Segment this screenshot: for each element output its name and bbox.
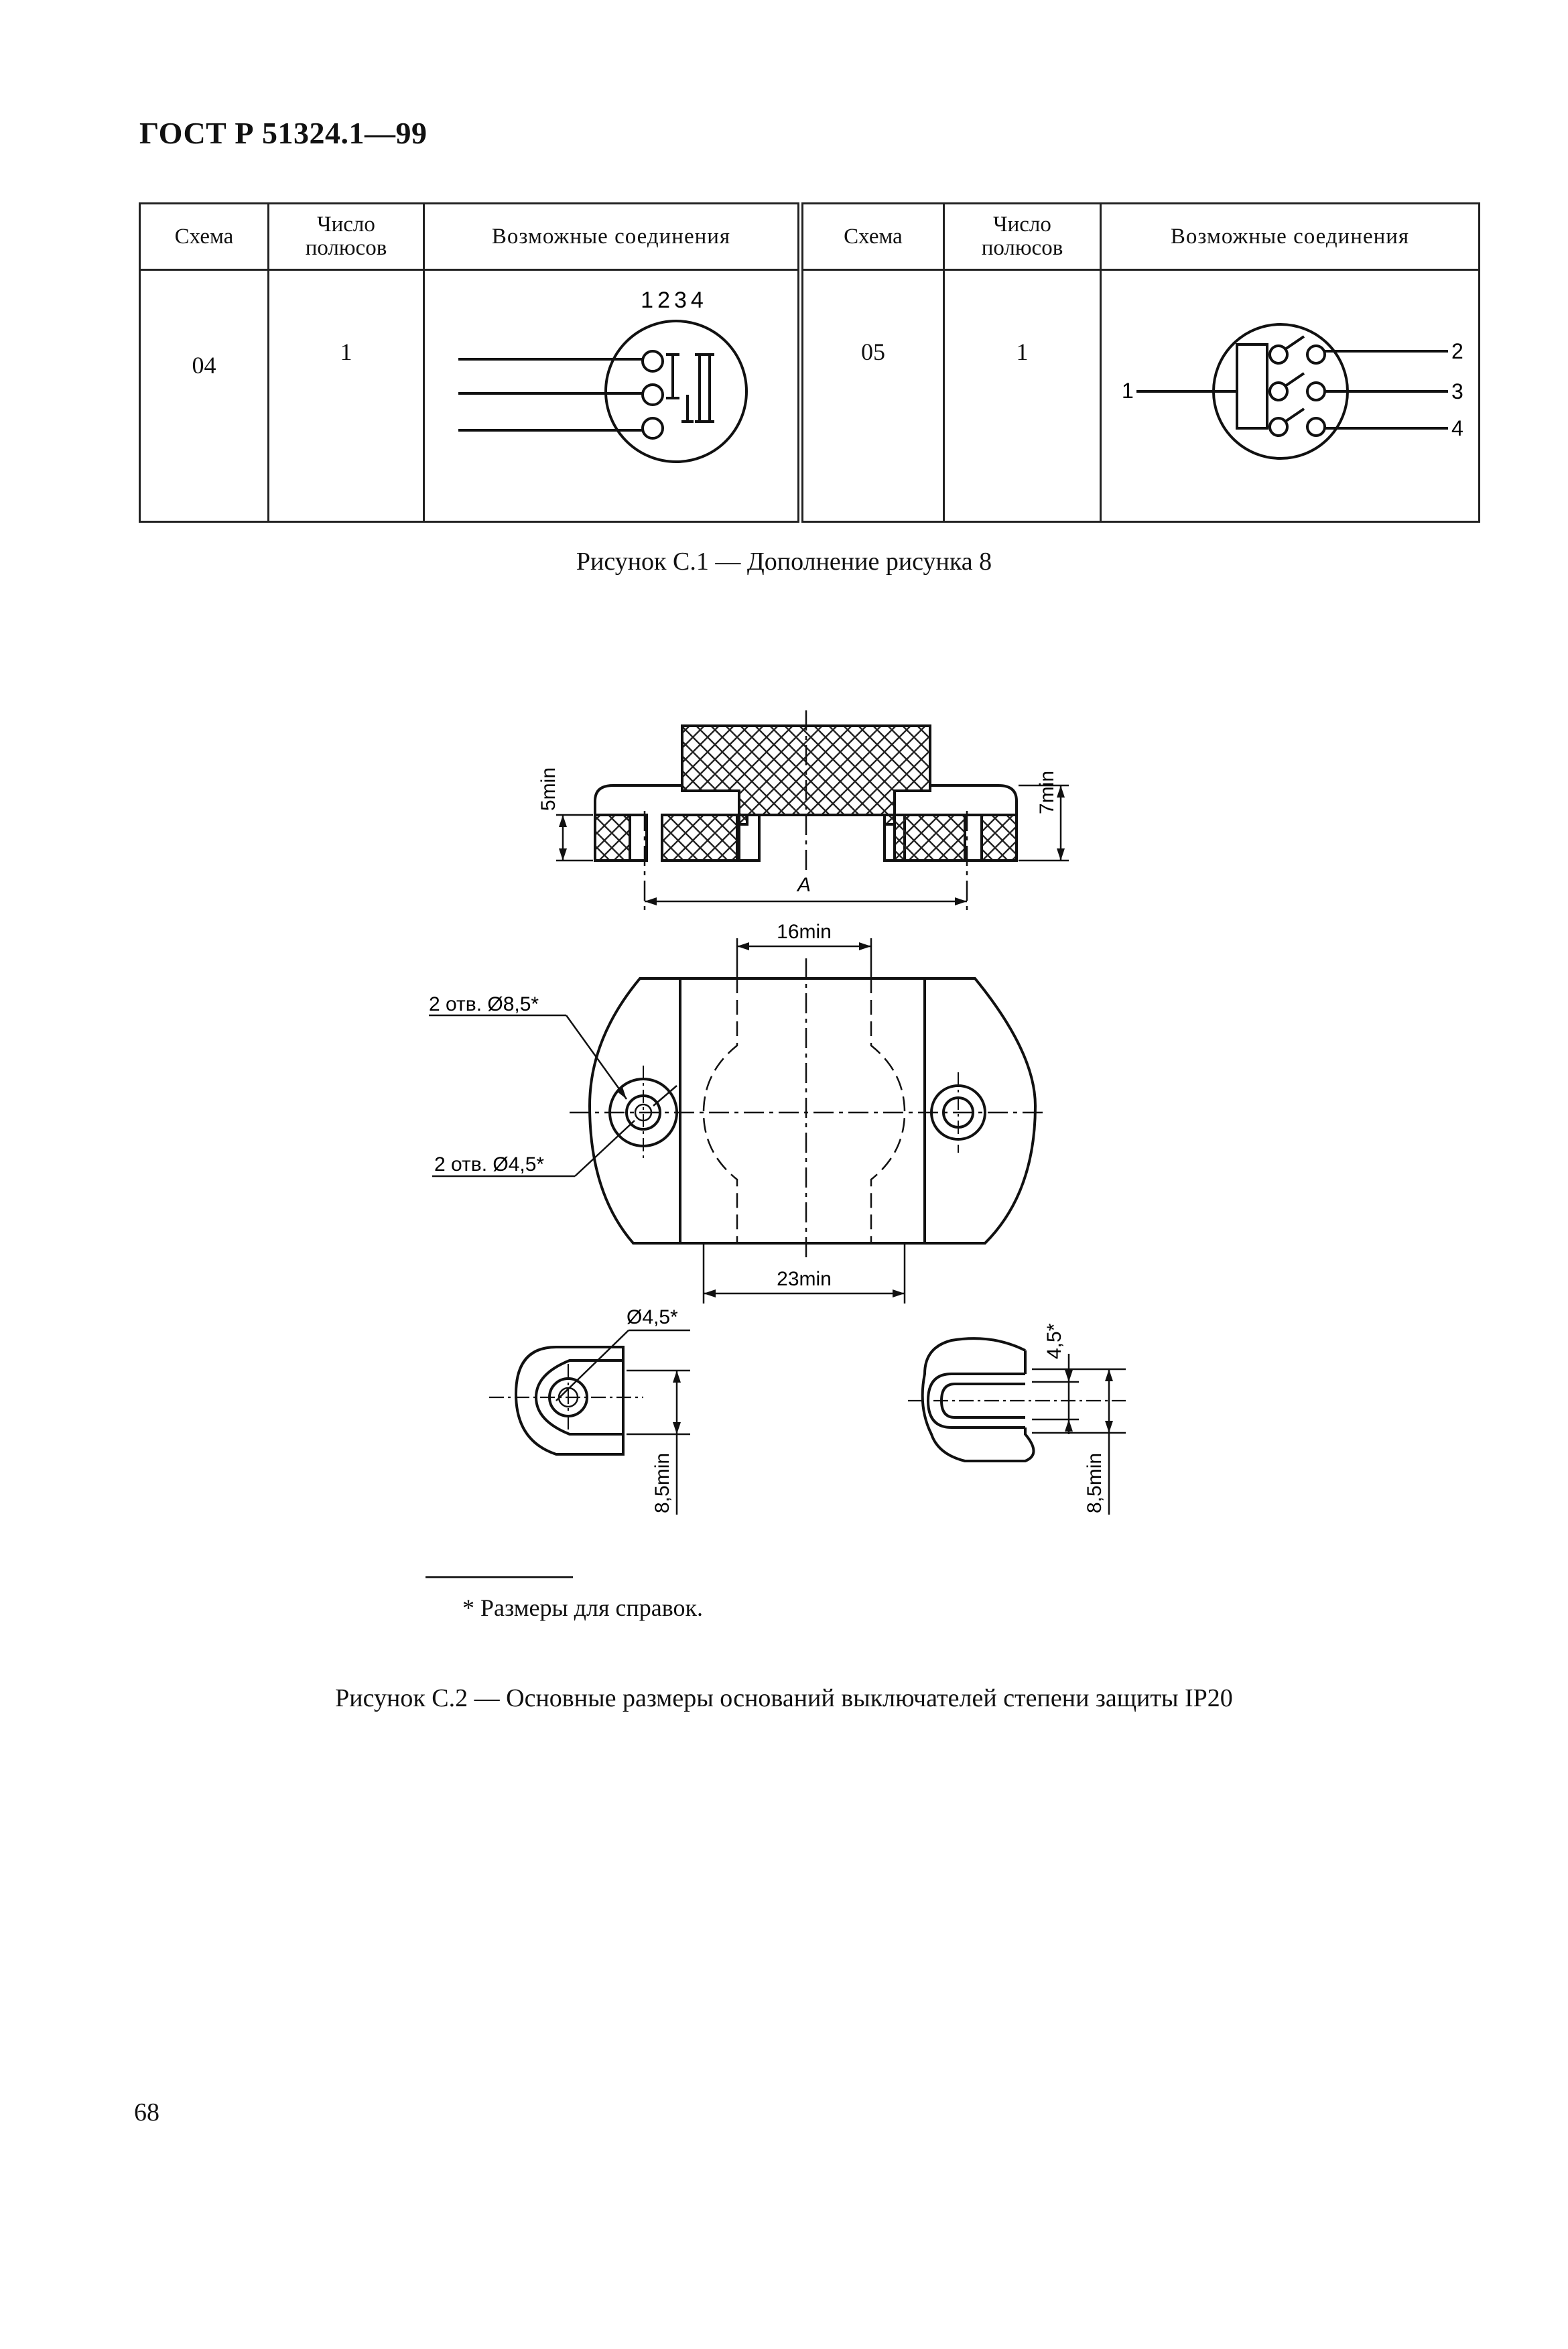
dim-a: A [796,874,811,896]
output-terminal-3: 3 [1451,379,1463,403]
header-connections: Возможные соединения [423,202,801,271]
dim-16min: 16min [777,921,832,943]
switch-outline [604,320,748,463]
document-title: ГОСТ Р 51324.1—99 [139,116,428,150]
header-poles-line2: полюсов [305,236,387,260]
input-bus [1235,343,1268,430]
header-connections-2: Возможные соединения [1100,202,1480,271]
terminals-05 [1268,344,1326,437]
table-row: 04 1 1234 [139,269,1480,523]
dim-23min: 23min [777,1268,832,1290]
side-section-view: 5min 7min A [537,710,1069,911]
header-poles-2-line1: Число [993,212,1051,237]
technical-drawing: 5min 7min A 16min 2 отв. Ø8, [429,710,1126,1515]
footnote-rule [426,1576,573,1578]
connections-table: Схема Число полюсов Возможные соединения… [139,202,1480,523]
input-terminal-label: 1 [1122,379,1134,403]
detail-right: 4,5* 8,5min [908,1323,1126,1515]
dim-4-5-right: 4,5* [1043,1323,1065,1359]
dim-8-5min-left: 8,5min [651,1453,673,1513]
hole-large-label: 2 отв. Ø8,5* [429,993,539,1015]
terminal-2 [641,383,664,406]
cell-scheme-04: 04 [139,269,269,523]
cell-scheme-05: 05 [797,269,945,523]
hole-small-label: 2 отв. Ø4,5* [434,1153,544,1176]
page-number: 68 [134,2098,159,2126]
header-poles-line1: Число [317,212,375,237]
output-terminal-4: 4 [1451,416,1463,440]
cell-diagram-05: 1 2 3 4 [1100,269,1480,523]
header-scheme: Схема [139,202,269,271]
header-poles-2-line2: полюсов [981,236,1063,260]
connection-diagram-05: 1 2 3 4 [1122,323,1463,460]
header-poles-2: Число полюсов [943,202,1102,271]
terminals-label: 1234 [641,288,708,313]
dim-7min: 7min [1036,771,1058,814]
terminal-3 [641,417,664,440]
figure-c2-caption: Рисунок С.2 — Основные размеры оснований… [335,1684,1233,1712]
top-plan-view: 16min 2 отв. Ø8,5* 2 отв. Ø4,5* 23min [429,921,1045,1304]
cell-poles-04: 1 [267,269,425,523]
terminal-1 [641,350,664,373]
footnote: * Размеры для справок. [462,1594,703,1621]
detail-left: 8,5min Ø4,5* [489,1306,690,1515]
dim-8-5min-right: 8,5min [1084,1453,1106,1513]
header-scheme-2: Схема [797,202,945,271]
output-terminal-2: 2 [1451,339,1463,363]
dim-5min: 5min [537,767,560,811]
cell-poles-05: 1 [943,269,1102,523]
figure-c1-caption: Рисунок С.1 — Дополнение рисунка 8 [576,548,992,576]
switch-blades [1284,335,1305,423]
cell-diagram-04: 1234 [423,269,801,523]
header-poles: Число полюсов [267,202,425,271]
contact-bars [666,353,714,423]
table-header-row: Схема Число полюсов Возможные соединения… [139,202,1480,271]
dia-4-5-label: Ø4,5* [627,1306,678,1328]
connection-diagram-04: 1234 [458,288,748,463]
